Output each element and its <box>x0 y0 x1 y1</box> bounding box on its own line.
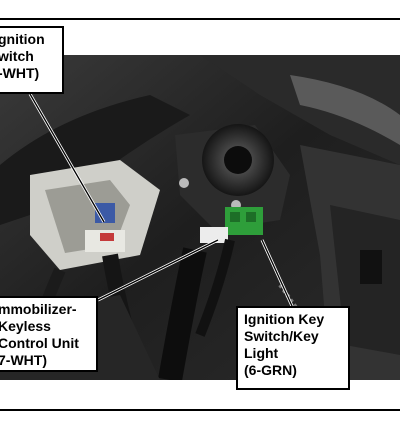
bottom-rule <box>0 409 400 411</box>
key-light-callout: Ignition Key Switch/Key Light (6-GRN) <box>236 306 350 390</box>
top-rule <box>0 18 400 20</box>
immobilizer-callout: mmobilizer- Keyless Control Unit 7-WHT) <box>0 296 98 372</box>
ignition-switch-callout: gnition witch -WHT) <box>0 26 64 94</box>
